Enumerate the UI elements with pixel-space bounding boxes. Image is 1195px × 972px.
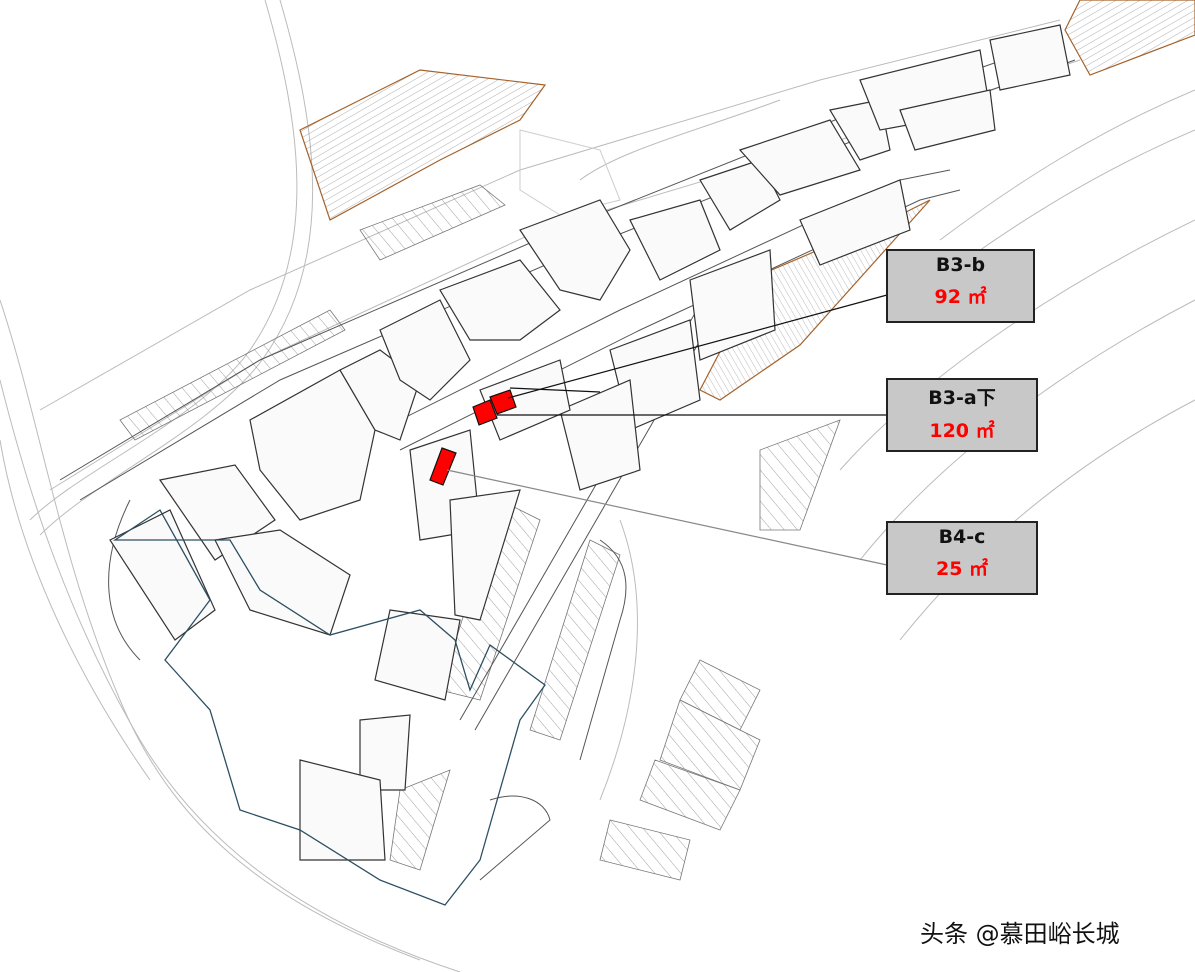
- leader-b3-b: [507, 294, 888, 399]
- watermark-text: 头条 @慕田峪长城: [920, 920, 1120, 948]
- callout-b3-b: B3-b 92 ㎡: [886, 249, 1035, 323]
- road-outlines: [59, 39, 1076, 881]
- leader-b3-a: [509, 387, 601, 393]
- unit-b3-a: [472, 399, 498, 426]
- leader-lines: [497, 294, 888, 416]
- callout-area: 92 ㎡: [934, 286, 987, 308]
- highlighted-units: [429, 389, 517, 486]
- callout-b4-c: B4-c 25 ㎡: [886, 521, 1038, 595]
- buildings: [109, 24, 1071, 861]
- unit-b4-c: [429, 447, 457, 486]
- callout-code: B4-c: [938, 526, 986, 548]
- callout-code: B3-b: [935, 254, 986, 276]
- callout-b3-a: B3-a下 120 ㎡: [886, 378, 1038, 452]
- hatched-zones: [299, 0, 1195, 401]
- callout-area: 120 ㎡: [929, 420, 995, 442]
- callout-area: 25 ㎡: [935, 558, 989, 580]
- unit-b3-b: [489, 389, 517, 415]
- boundary-line: [112, 509, 546, 906]
- leader-b4-c: [446, 469, 888, 566]
- parking-areas: [119, 184, 841, 881]
- callout-code: B3-a下: [928, 387, 996, 409]
